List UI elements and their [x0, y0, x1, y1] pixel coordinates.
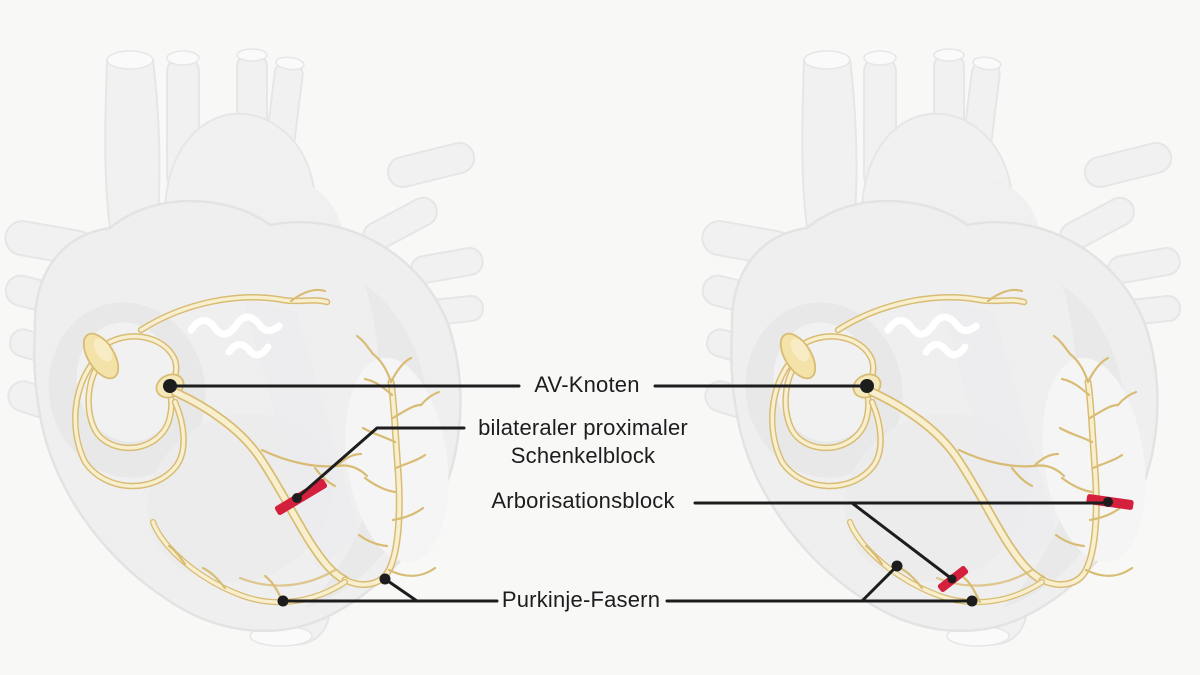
left-heart-block-dot: [292, 493, 302, 503]
left-heart-av-node-dot: [163, 379, 177, 393]
arborisationsblock-leader-inferior: [850, 501, 954, 581]
left-heart-illustration: [4, 48, 485, 647]
right-heart-inferior-block-dot: [947, 574, 957, 584]
purkinje-leader-left-branch: [383, 577, 419, 603]
conduction-system: [72, 288, 441, 606]
purkinje-tree: [355, 334, 441, 577]
schenkelblock-leader: [295, 426, 466, 500]
right-heart-peripheral-block-dot: [1103, 497, 1113, 507]
right-heart-purkinje-dot-inferior: [966, 595, 978, 607]
heart-artwork: [701, 48, 1182, 647]
heart-artwork: [4, 48, 485, 647]
conduction-system: [769, 288, 1138, 606]
valve-highlight: [187, 313, 283, 359]
purkinje-leader-right-branch: [860, 564, 899, 603]
valve-highlight: [884, 313, 980, 359]
right-heart-av-node-dot: [860, 379, 874, 393]
label-arborisationsblock: Arborisationsblock: [491, 488, 675, 513]
label-av-knoten: AV-Knoten: [534, 372, 640, 397]
left-heart-purkinje-dot-inferior: [277, 595, 289, 607]
label-purkinje-fasern: Purkinje-Fasern: [501, 587, 661, 612]
right-heart-illustration: [701, 48, 1182, 647]
label-schenkelblock: bilateraler proximaler Schenkelblock: [478, 415, 688, 468]
right-heart-purkinje-dot-lateral: [891, 560, 903, 572]
left-heart-purkinje-dot-lateral: [379, 573, 391, 585]
purkinje-tree: [1052, 334, 1138, 577]
